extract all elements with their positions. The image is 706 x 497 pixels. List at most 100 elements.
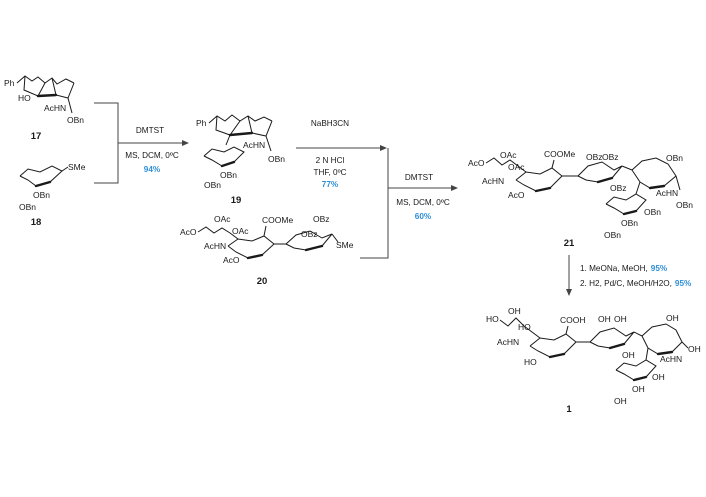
obn-label-19a: OBn <box>220 170 237 180</box>
ring-front-bond-18 <box>34 180 52 188</box>
coome-label-21: COOMe <box>544 149 575 159</box>
oh-fuc-label-1b: OH <box>632 384 645 394</box>
ho-label-1a: HO <box>486 314 499 324</box>
benzylidene-ring-19 <box>208 114 273 124</box>
fucose-front-bond-1 <box>632 375 648 382</box>
obn-label-21a: OBn <box>644 207 661 217</box>
pyranose-ring-17 <box>23 75 46 97</box>
oh-anomeric-1: OH <box>688 344 701 354</box>
obz-label-21b: OBz <box>602 152 619 162</box>
compound-18: SMe OBn OBn 18 <box>19 162 86 228</box>
step3-yield: 60% <box>415 212 432 221</box>
compound-number-1: 1 <box>566 404 572 415</box>
obn-anomeric-19: OBn <box>268 154 285 164</box>
sme-label: SMe <box>68 162 86 172</box>
ring-front-bond-17 <box>36 93 58 98</box>
obn-label-19b: OBn <box>204 180 221 190</box>
compound-number-21: 21 <box>564 238 575 249</box>
aco-top-20: AcO <box>180 227 197 237</box>
arrow-head-2 <box>380 145 387 151</box>
obn-label-1: OBn <box>33 190 50 200</box>
fucose-front-bond-19 <box>220 160 236 168</box>
oac-label-21a: OAc <box>500 150 517 160</box>
phenyl-label-19: Ph <box>196 118 207 128</box>
cooh-label-1: COOH <box>560 315 586 325</box>
merge-bracket-3 <box>360 148 389 259</box>
arrow-head-3 <box>451 185 458 191</box>
compound-19: Ph AcHN OBn OBn OBn 19 <box>196 114 285 206</box>
fucose-ring-19 <box>203 146 245 167</box>
step4-yield2: 95% <box>675 279 692 288</box>
glycerol-chain-20 <box>197 226 239 240</box>
obn-top-21: OBn <box>666 153 683 163</box>
ho-label: HO <box>18 93 31 103</box>
oac-label-21b: OAc <box>508 162 525 172</box>
arrow-head-4 <box>566 289 572 296</box>
merge-bracket-1 <box>94 102 119 184</box>
thio-bond-18 <box>61 166 69 172</box>
anomeric-bond-21 <box>675 175 681 191</box>
compound-number-19: 19 <box>231 195 242 206</box>
compound-number-18: 18 <box>31 217 42 228</box>
glycosidic-bond-21b <box>621 165 633 171</box>
obz-label-20a: OBz <box>313 214 330 224</box>
step4-line1: 1. MeONa, MeOH,95% <box>580 264 668 273</box>
galactose-front-bond-20 <box>304 244 324 252</box>
obz-label-20b: OBz <box>301 229 318 239</box>
obn-label-21c: OBn <box>604 230 621 240</box>
step4-line1-text: 1. MeONa, MeOH, <box>580 264 648 273</box>
step4-line2-text: 2. H2, Pd/C, MeOH/H2O, <box>580 279 672 288</box>
compound-number-17: 17 <box>31 131 42 142</box>
sialic-front-bond-21 <box>534 186 552 193</box>
achn-left-1: AcHN <box>497 337 519 347</box>
galactose-ring-1 <box>589 327 635 349</box>
achn-right-21: AcHN <box>656 188 678 198</box>
fucose-ring-21 <box>605 193 647 215</box>
glycerol-chain-21 <box>485 157 527 173</box>
fucose-link-19 <box>225 134 231 146</box>
step4-yield1: 95% <box>651 264 668 273</box>
reaction-arrow-4 <box>566 255 572 296</box>
glucosamine-front-bond-1 <box>656 350 674 356</box>
phenyl-label: Ph <box>4 78 15 88</box>
step1-conditions: MS, DCM, 0ºC <box>125 151 179 160</box>
achn-left-21: AcHN <box>482 176 504 186</box>
compound-20: AcO OAc OAc COOMe AcHN AcO OBz OBz SMe 2… <box>180 214 354 287</box>
achn-label-20: AcHN <box>204 241 226 251</box>
glucosamine-front-bond-21 <box>648 184 666 190</box>
compound-1: HO OH HO COOH AcHN HO OH OH OH OH AcHN O… <box>486 306 701 415</box>
oh-glc-label-1: OH <box>666 313 679 323</box>
sialic-front-bond-20 <box>246 253 264 260</box>
obn-anomeric-21: OBn <box>676 200 693 210</box>
step2-conditions: THF, 0ºC <box>313 168 346 177</box>
oh-gal-label-1b: OH <box>614 314 627 324</box>
anomeric-bond-19 <box>265 135 272 152</box>
sialic-ring-1 <box>529 333 577 358</box>
step2-acid: 2 N HCl <box>316 156 345 165</box>
galactose-ring-21 <box>577 161 623 183</box>
achn-label-19: AcHN <box>243 140 265 150</box>
compound-21: AcO OAc OAc COOMe AcHN AcO OBz OBz OBz O… <box>468 149 693 249</box>
thio-bond-20 <box>331 233 339 243</box>
oh-fuc-label-1a: OH <box>652 372 665 382</box>
galactose-front-bond-1 <box>608 342 626 350</box>
reaction-arrow-1 <box>94 102 189 184</box>
fucose-link-21 <box>635 181 641 195</box>
aco-bottom-20: AcO <box>223 255 240 265</box>
glycosidic-bond-1b <box>633 331 643 337</box>
pyranose-ring-19 <box>215 115 241 136</box>
galactose-front-bond-21 <box>596 176 614 184</box>
sialic-front-bond-1 <box>548 352 566 359</box>
fucose-link-1 <box>645 347 649 361</box>
ring-front-bond-19 <box>228 131 254 137</box>
obn-label-21b: OBn <box>621 218 638 228</box>
oac-label-20b: OAc <box>232 226 249 236</box>
oh-gal-label-1a: OH <box>598 314 611 324</box>
aco-bottom-21: AcO <box>508 190 525 200</box>
reaction-arrow-3 <box>360 148 458 259</box>
step2-reagent: NaBH3CN <box>311 119 349 128</box>
acid-bond-1 <box>565 325 569 335</box>
reaction-arrow-2 <box>296 145 387 151</box>
oh-label-1x: OH <box>622 350 635 360</box>
